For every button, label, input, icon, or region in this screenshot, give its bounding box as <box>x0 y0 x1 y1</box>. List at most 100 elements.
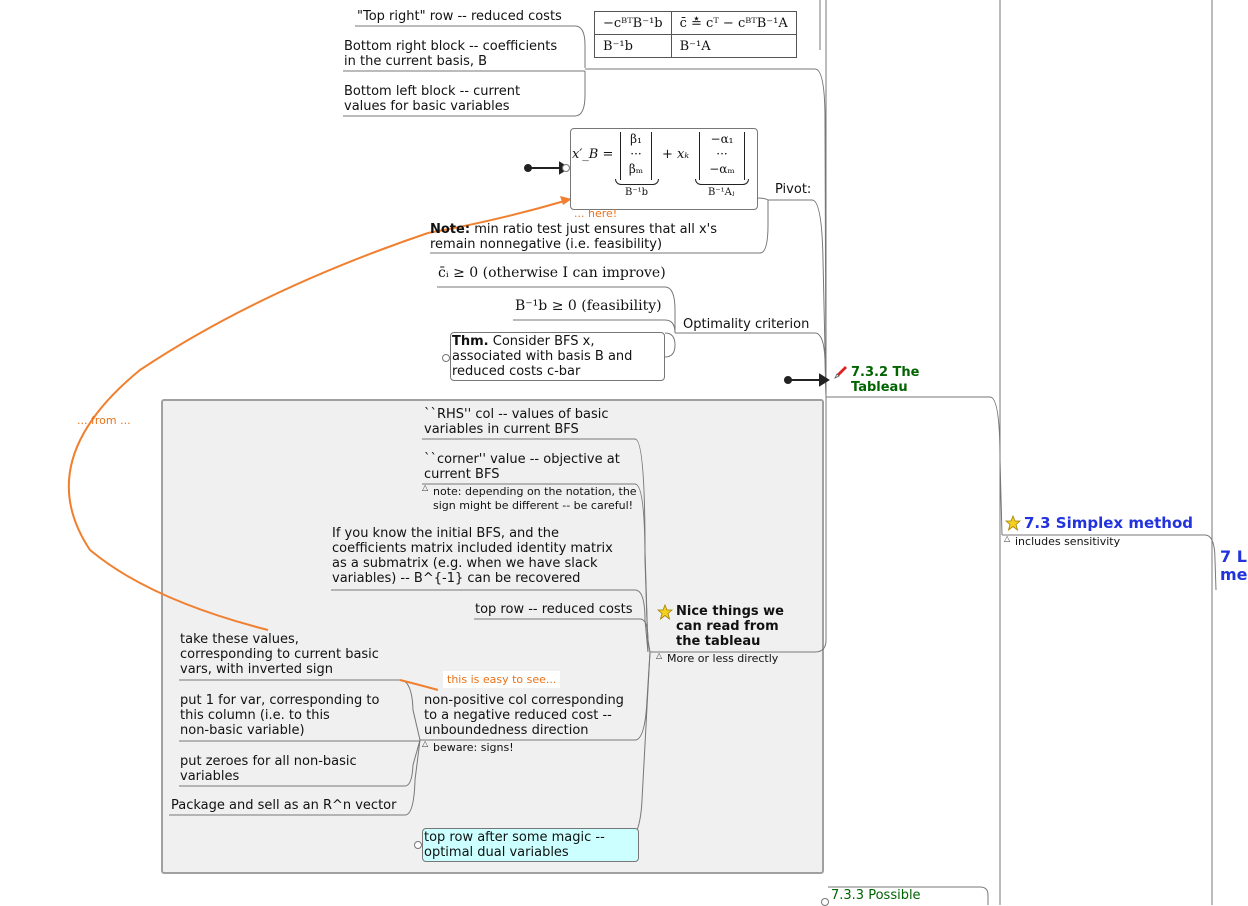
optimality-c-node[interactable]: c̄ᵢ ≥ 0 (otherwise I can improve) <box>438 265 666 281</box>
corner-value-node[interactable]: ``corner'' value -- objective at current… <box>424 452 620 482</box>
section-7-3-2-line2: Tableau <box>851 380 908 395</box>
thm-bold-label: Thm. <box>452 334 489 349</box>
nonpositive-col-node[interactable]: non-positive col corresponding to a nega… <box>424 693 624 738</box>
tableau-cell-top-right: c̄ ≛ cᵀ − cᴮᵀB⁻¹A <box>670 11 797 35</box>
formula-beta-dots: ··· <box>630 147 642 161</box>
tableau-table: −cᴮᵀB⁻¹b c̄ ≛ cᵀ − cᴮᵀB⁻¹A B⁻¹b B⁻¹A <box>594 11 797 58</box>
section-7-line1: 7 L <box>1220 547 1247 566</box>
top-row-node[interactable]: top row -- reduced costs <box>475 602 633 617</box>
here-link-label[interactable]: ... here! <box>574 207 618 220</box>
initial-bfs-node[interactable]: If you know the initial BFS, and the coe… <box>332 526 613 586</box>
formula-alpha-1: −α₁ <box>710 132 734 146</box>
nice-things-line3: the tableau <box>676 634 761 649</box>
easy-link-label[interactable]: this is easy to see... <box>443 671 561 688</box>
formula-alpha-dots: ··· <box>716 147 728 161</box>
corner-line1: ``corner'' value -- objective at <box>424 452 620 467</box>
thm-text-line3: reduced costs c-bar <box>452 364 581 379</box>
star-icon-section <box>1004 514 1022 532</box>
nonpos-line3: unboundedness direction <box>424 723 589 738</box>
thm-text-line2: associated with basis B and <box>452 349 633 364</box>
formula-brace-2 <box>695 179 749 185</box>
bottom-right-block-line2: in the current basis, B <box>344 54 488 69</box>
bottom-left-block-line2: values for basic variables <box>344 99 510 114</box>
nice-note-triangle-icon[interactable]: △ <box>656 651 663 660</box>
rhs-col-node[interactable]: ``RHS'' col -- values of basic variables… <box>424 407 609 437</box>
formula-alpha-m: −αₘ <box>709 162 735 176</box>
thm-line1: Thm. Consider BFS x, <box>452 334 663 349</box>
bottom-left-block-line1: Bottom left block -- current <box>344 84 521 99</box>
beware-triangle-icon[interactable]: △ <box>422 739 429 748</box>
note-bold-label: Note: <box>430 222 471 237</box>
take-values-line2: corresponding to current basic <box>180 647 379 662</box>
put-zeroes-line2: variables <box>180 769 240 784</box>
nonpos-line1: non-positive col corresponding <box>424 693 624 708</box>
nice-things-node[interactable]: Nice things we can read from the tableau <box>676 604 784 649</box>
section-7-3-title[interactable]: 7.3 Simplex method <box>1024 514 1194 532</box>
theorem-node[interactable]: Thm. Consider BFS x, associated with bas… <box>450 332 665 381</box>
put-one-line2: this column (i.e. to this <box>180 708 330 723</box>
nice-things-note: More or less directly <box>667 652 779 665</box>
note-text-line1: min ratio test just ensures that all x's <box>474 222 717 237</box>
formula-vector-alpha: −α₁ ··· −αₘ <box>699 132 745 180</box>
formula-brace-1-label: B⁻¹b <box>625 187 649 198</box>
section-7-title[interactable]: 7 L me <box>1220 548 1248 584</box>
bottom-right-block-node[interactable]: Bottom right block -- coefficients in th… <box>344 39 557 69</box>
formula-brace-1 <box>615 179 659 185</box>
formula-plus-xk: + xₖ <box>662 147 690 162</box>
package-node[interactable]: Package and sell as an R^n vector <box>171 798 397 813</box>
section-7-3-note-triangle-icon[interactable]: △ <box>1004 534 1011 543</box>
take-values-line3: vars, with inverted sign <box>180 662 333 677</box>
beware-note: beware: signs! <box>433 741 514 754</box>
tableau-cell-top-left: −cᴮᵀB⁻¹b <box>594 11 672 35</box>
formula-vector-beta: β₁ ··· βₘ <box>620 132 652 180</box>
corner-note-line1: note: depending on the notation, the <box>433 485 637 498</box>
initial-bfs-line1: If you know the initial BFS, and the <box>332 526 560 541</box>
put-zeroes-line1: put zeroes for all non-basic <box>180 754 357 769</box>
formula-beta-m: βₘ <box>628 162 644 176</box>
top-row-magic-line2: optimal dual variables <box>424 845 569 860</box>
pivot-formula-node[interactable]: x′_B = β₁ ··· βₘ B⁻¹b + xₖ −α₁ ··· −αₘ B… <box>570 128 758 210</box>
take-values-node[interactable]: take these values, corresponding to curr… <box>180 632 379 677</box>
corner-note-triangle-icon[interactable]: △ <box>422 483 429 492</box>
note-text-line2: remain nonnegative (i.e. feasibility) <box>430 237 663 252</box>
formula-lhs: x′_B = <box>572 147 614 162</box>
pivot-node[interactable]: Pivot: <box>775 182 812 197</box>
top-row-magic-collapse-icon[interactable] <box>414 841 422 849</box>
nice-things-line2: can read from <box>676 619 779 634</box>
pivot-formula-collapse-icon[interactable] <box>562 164 570 172</box>
thm-text-line1: Consider BFS x, <box>492 334 595 349</box>
initial-bfs-line2: coefficients matrix included identity ma… <box>332 541 613 556</box>
note-node[interactable]: Note: min ratio test just ensures that a… <box>430 222 717 252</box>
from-link-label[interactable]: ... from ... <box>77 414 131 427</box>
formula-brace-2-label: B⁻¹Aⱼ <box>708 187 735 198</box>
pencil-icon <box>833 364 849 380</box>
take-values-line1: take these values, <box>180 632 299 647</box>
bottom-left-block-node[interactable]: Bottom left block -- current values for … <box>344 84 520 114</box>
put-one-line3: non-basic variable) <box>180 723 305 738</box>
tableau-table-node[interactable]: −cᴮᵀB⁻¹b c̄ ≛ cᵀ − cᴮᵀB⁻¹A B⁻¹b B⁻¹A <box>594 11 797 58</box>
corner-note: note: depending on the notation, the sig… <box>433 485 637 513</box>
optimality-criterion-node[interactable]: Optimality criterion <box>683 317 810 332</box>
formula-beta-1: β₁ <box>630 132 642 146</box>
put-one-line1: put 1 for var, corresponding to <box>180 693 380 708</box>
star-icon <box>656 603 674 621</box>
initial-bfs-line3: as a submatrix (e.g. when we have slack <box>332 556 598 571</box>
put-zeroes-node[interactable]: put zeroes for all non-basic variables <box>180 754 357 784</box>
nonpos-line2: to a negative reduced cost -- <box>424 708 612 723</box>
corner-note-line2: sign might be different -- be careful! <box>433 499 634 512</box>
top-row-magic-node[interactable]: top row after some magic -- optimal dual… <box>422 828 639 862</box>
tableau-cell-bottom-right: B⁻¹A <box>670 34 797 58</box>
tableau-cell-bottom-left: B⁻¹b <box>594 34 672 58</box>
theorem-collapse-icon[interactable] <box>442 354 450 362</box>
section-7-3-3-title[interactable]: 7.3.3 Possible <box>831 888 921 903</box>
note-line1: Note: min ratio test just ensures that a… <box>430 222 717 237</box>
top-right-row-node[interactable]: "Top right" row -- reduced costs <box>357 9 562 24</box>
section-7-3-2-title[interactable]: 7.3.2 The Tableau <box>851 365 919 395</box>
section-7-3-2-line1: 7.3.2 The <box>851 365 920 380</box>
initial-bfs-line4: variables) -- B^{-1} can be recovered <box>332 571 581 586</box>
put-one-node[interactable]: put 1 for var, corresponding to this col… <box>180 693 379 738</box>
bottom-right-block-line1: Bottom right block -- coefficients <box>344 39 558 54</box>
section-7-3-note: includes sensitivity <box>1015 535 1121 548</box>
optimality-b-node[interactable]: B⁻¹b ≥ 0 (feasibility) <box>515 298 662 314</box>
